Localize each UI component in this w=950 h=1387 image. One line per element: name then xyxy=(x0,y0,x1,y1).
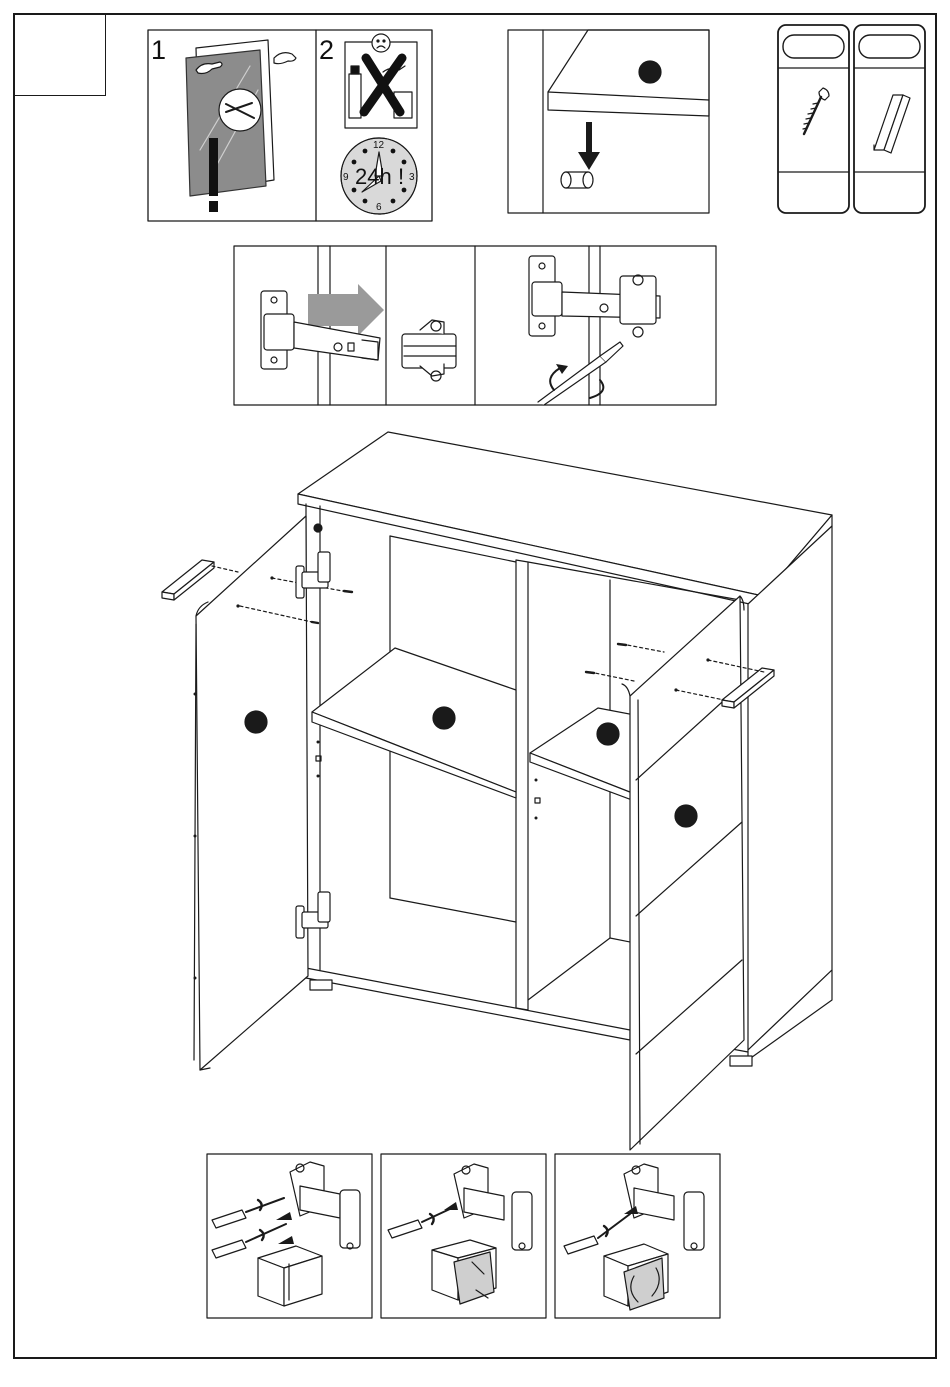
door-adjust-cube xyxy=(432,1240,496,1304)
door-adjust-cube xyxy=(258,1246,322,1306)
right-door xyxy=(586,596,774,1150)
glass-panel-illustration xyxy=(186,40,296,212)
shelf-left xyxy=(312,648,516,792)
parts-bag-screw xyxy=(778,25,849,213)
hinge-adjust-panel-depth xyxy=(555,1154,720,1318)
hinge-icon xyxy=(529,256,660,337)
door-adjust-cube xyxy=(604,1244,668,1310)
screwdriver-icon xyxy=(564,1214,630,1254)
clock-numeral-12: 12 xyxy=(373,140,385,151)
parts-bag-handle xyxy=(854,25,925,213)
clock-numeral-6: 6 xyxy=(376,202,382,213)
hinge-adjust-panel-side xyxy=(381,1154,546,1318)
warning-panel: 1 2 xyxy=(148,30,432,221)
screwdriver-icon xyxy=(212,1198,284,1228)
clock-numeral-3: 3 xyxy=(409,172,415,183)
clock-numeral-9: 9 xyxy=(343,172,349,183)
screwdriver-icon xyxy=(538,342,623,405)
clock-icon: 12 3 6 9 24h ! xyxy=(341,138,417,214)
marker-dot xyxy=(245,711,267,733)
cabinet-right-side xyxy=(748,526,832,1050)
cabinet-divider xyxy=(516,560,528,1010)
hinge-adjust-panel-height xyxy=(207,1154,372,1318)
no-cleaning-agents-illustration xyxy=(345,34,417,128)
marker-dot xyxy=(675,805,697,827)
mounting-plate-icon xyxy=(402,320,456,381)
cabinet-illustration xyxy=(298,432,832,1066)
screw-icon xyxy=(803,88,829,134)
dowel-insertion-panel xyxy=(508,30,709,213)
screwdriver-icon xyxy=(388,1208,452,1238)
sad-face-icon xyxy=(372,34,390,52)
marker-dot xyxy=(433,707,455,729)
cabinet-bottom xyxy=(306,968,630,1040)
hinge-icon xyxy=(290,1162,360,1249)
step1-number: 1 xyxy=(151,35,166,65)
clock-exclaim: ! xyxy=(398,164,404,189)
hinge-icon xyxy=(454,1164,532,1250)
handle-icon xyxy=(874,95,910,153)
marker-dot xyxy=(639,61,661,83)
hinge-assembly-panel xyxy=(234,246,716,405)
clock-duration-label: 24h xyxy=(355,164,392,189)
dowel-icon xyxy=(561,172,593,188)
marker-dot xyxy=(597,723,619,745)
step2-number: 2 xyxy=(319,35,334,65)
handle-icon xyxy=(162,560,214,600)
